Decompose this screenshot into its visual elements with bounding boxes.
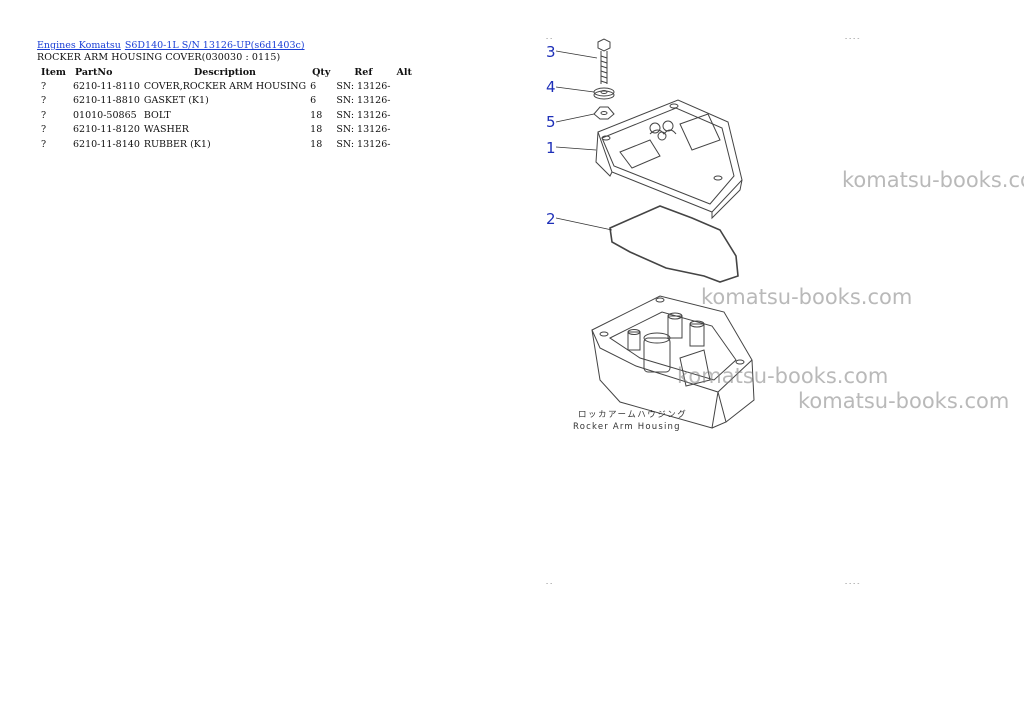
col-header-alt: Alt — [396, 67, 412, 78]
col-header-partno: PartNo — [75, 67, 113, 78]
cell-ref: SN: 13126- — [336, 95, 391, 107]
cell-partno: 6210-11-8810 — [73, 95, 140, 107]
cell-alt — [392, 137, 420, 152]
table-row: ? 6210-11-8110 COVER,ROCKER ARM HOUSING … — [37, 79, 420, 94]
corner-mark-top-left: ‐ ‐ — [546, 35, 552, 42]
cell-partno: 6210-11-8140 — [73, 138, 140, 150]
corner-mark-top-right: ‐ ‐ ‐ ‐ — [845, 35, 859, 42]
col-header-item: Item — [41, 67, 66, 78]
bolt-part — [597, 38, 611, 84]
corner-mark-bottom-right: ‐ ‐ ‐ ‐ — [845, 580, 859, 587]
table-row: ? 6210-11-8140 RUBBER (K1) 18 SN: 13126- — [37, 137, 420, 152]
corner-mark-bottom-left: ‐ ‐ — [546, 580, 552, 587]
cell-qty: 18 — [310, 109, 323, 121]
cell-item: ? — [41, 95, 47, 107]
cell-ref: SN: 13126- — [336, 80, 391, 92]
exploded-view-drawing: ‐ ‐ ‐ ‐ ‐ ‐ ‐ ‐ ‐ ‐ ‐ ‐ — [546, 35, 859, 587]
cell-description: RUBBER (K1) — [143, 138, 211, 150]
cell-item: ? — [41, 80, 47, 92]
cell-partno: 6210-11-8120 — [73, 124, 140, 136]
rubber-part — [593, 106, 615, 120]
table-row: ? 01010-50865 BOLT 18 SN: 13126- — [37, 108, 420, 123]
table-row: ? 6210-11-8810 GASKET (K1) 6 SN: 13126- — [37, 94, 420, 109]
gasket-part — [609, 205, 739, 283]
cell-qty: 6 — [310, 80, 317, 92]
cell-partno: 01010-50865 — [73, 109, 137, 121]
caption-english: Rocker Arm Housing — [573, 422, 681, 432]
cell-alt — [392, 79, 420, 94]
cell-description: WASHER — [143, 124, 189, 136]
cell-alt — [392, 123, 420, 138]
page-title: ROCKER ARM HOUSING COVER(030030 : 0115) — [37, 52, 281, 63]
cell-qty: 18 — [310, 138, 323, 150]
cell-partno: 6210-11-8110 — [73, 80, 140, 92]
cover-part — [595, 99, 743, 220]
breadcrumb-link-engines[interactable]: Engines Komatsu — [37, 40, 121, 51]
callout-3: 3 — [546, 43, 556, 61]
parts-diagram: ‐ ‐ ‐ ‐ ‐ ‐ ‐ ‐ ‐ ‐ ‐ ‐ — [540, 30, 880, 590]
parts-table: Item PartNo Description Qty Ref Alt ? 62… — [37, 66, 420, 152]
cell-item: ? — [41, 109, 47, 121]
watermark: komatsu-books.com — [701, 285, 913, 309]
col-header-ref: Ref — [354, 67, 373, 78]
cell-ref: SN: 13126- — [336, 138, 391, 150]
watermark: komatsu-books.com — [842, 168, 1024, 192]
washer-part — [593, 87, 615, 100]
caption-japanese: ロッカアームハウジング — [578, 409, 687, 420]
cell-qty: 6 — [310, 95, 317, 107]
cell-description: COVER,ROCKER ARM HOUSING — [143, 80, 307, 92]
callout-2: 2 — [546, 210, 556, 228]
callout-4: 4 — [546, 78, 556, 96]
cell-item: ? — [41, 124, 47, 136]
cell-alt — [392, 108, 420, 123]
table-header-row: Item PartNo Description Qty Ref Alt — [37, 66, 420, 79]
cell-ref: SN: 13126- — [336, 124, 391, 136]
breadcrumb-link-model[interactable]: S6D140-1L S/N 13126-UP(s6d1403c) — [124, 40, 305, 51]
table-row: ? 6210-11-8120 WASHER 18 SN: 13126- — [37, 123, 420, 138]
cell-description: BOLT — [143, 109, 171, 121]
cell-ref: SN: 13126- — [336, 109, 391, 121]
callout-leaders — [555, 50, 613, 231]
callout-labels: 3 4 5 1 2 — [546, 43, 556, 228]
rocker-arm-housing-part — [591, 295, 755, 429]
cell-description: GASKET (K1) — [143, 95, 209, 107]
cell-qty: 18 — [310, 124, 323, 136]
callout-5: 5 — [546, 113, 556, 131]
callout-1: 1 — [546, 139, 556, 157]
cell-alt — [392, 94, 420, 109]
watermark: komatsu-books.com — [677, 364, 889, 388]
watermark: komatsu-books.com — [798, 389, 1010, 413]
col-header-qty: Qty — [312, 67, 331, 78]
cell-item: ? — [41, 138, 47, 150]
col-header-description: Description — [194, 67, 256, 78]
